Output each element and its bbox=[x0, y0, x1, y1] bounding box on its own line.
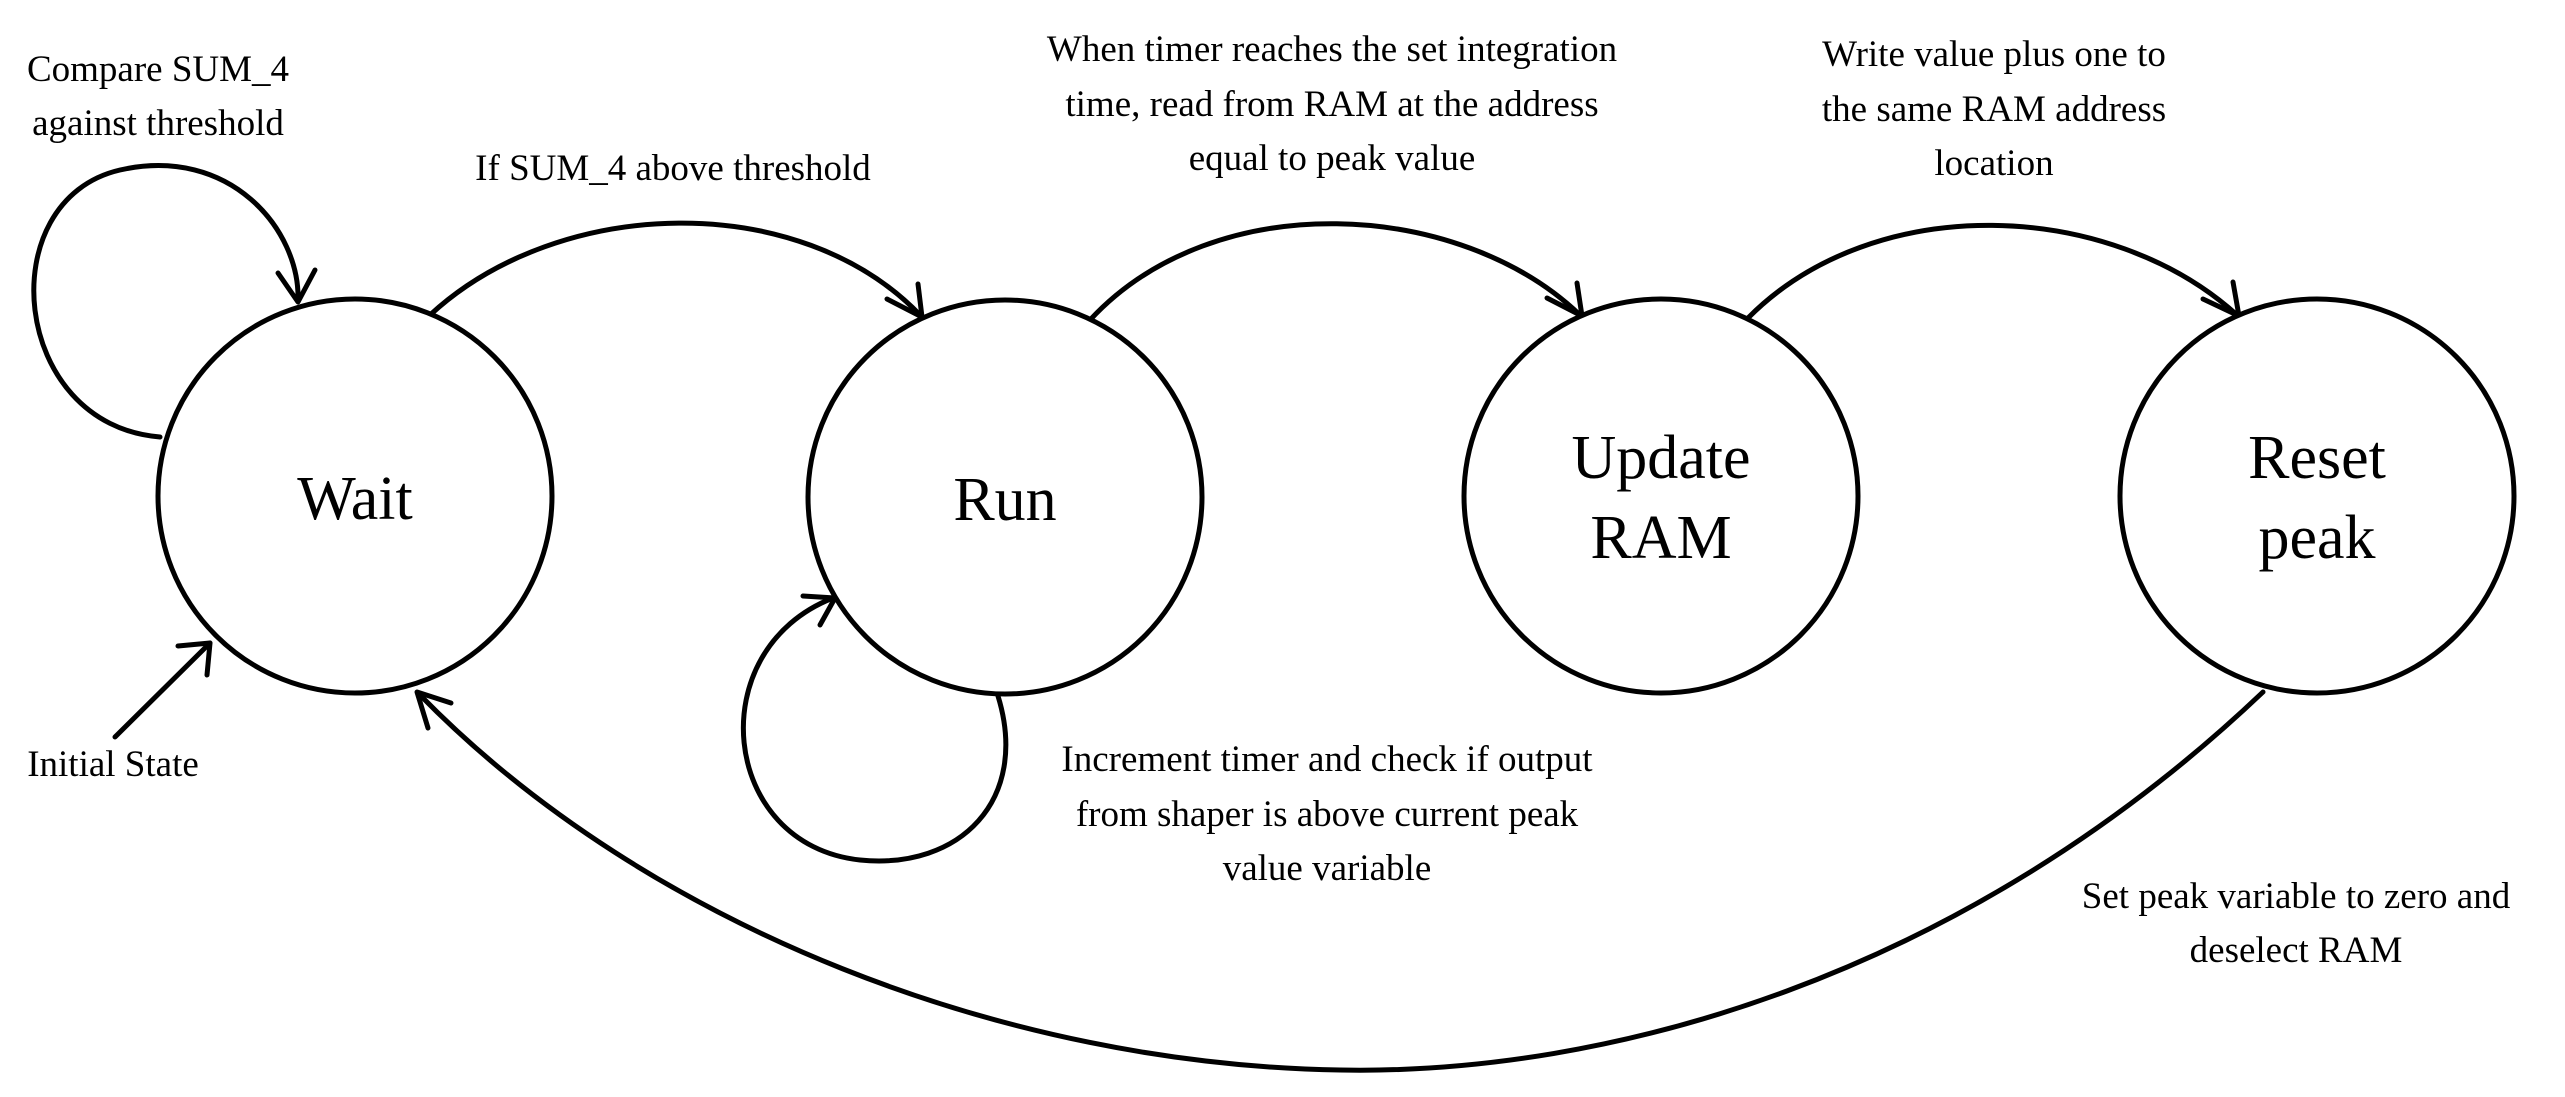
state-wait-label: Wait bbox=[297, 465, 413, 533]
edge-reset-peak-to-wait bbox=[417, 689, 2266, 1073]
edge-wait-to-run bbox=[427, 220, 923, 318]
label-update-ram-to-reset-peak-line1: Write value plus one to bbox=[1822, 34, 2166, 75]
edge-initial-state bbox=[112, 640, 213, 740]
label-reset-peak-to-wait-line2: deselect RAM bbox=[2190, 930, 2403, 971]
label-reset-peak-to-wait: Set peak variable to zero and deselect R… bbox=[2082, 876, 2511, 971]
state-update-ram-label-line1: Update bbox=[1571, 424, 1750, 492]
state-run: Run bbox=[805, 297, 1205, 697]
state-run-label: Run bbox=[953, 466, 1056, 534]
state-reset-peak-label-line1: Reset bbox=[2248, 424, 2386, 492]
edge-wait-self-loop bbox=[31, 163, 301, 440]
label-update-ram-to-reset-peak-line3: location bbox=[1934, 143, 2053, 184]
edge-run-to-update-ram bbox=[1087, 221, 1583, 323]
arrowhead-reset-peak-to-wait bbox=[414, 689, 454, 731]
state-reset-peak-label-line2: peak bbox=[2258, 504, 2375, 572]
edge-run-self-loop bbox=[740, 595, 1009, 864]
label-run-to-update-ram-line2: time, read from RAM at the address bbox=[1065, 84, 1598, 125]
label-run-to-update-ram: When timer reaches the set integration t… bbox=[1047, 29, 1617, 179]
state-reset-peak: Reset peak bbox=[2117, 296, 2517, 696]
label-run-self-loop: Increment timer and check if output from… bbox=[1061, 739, 1593, 889]
state-update-ram: Update RAM bbox=[1461, 296, 1861, 696]
label-reset-peak-to-wait-line1: Set peak variable to zero and bbox=[2082, 876, 2511, 917]
state-wait-circle bbox=[155, 296, 555, 696]
label-initial-state: Initial State bbox=[27, 744, 199, 785]
state-update-ram-label-line2: RAM bbox=[1590, 504, 1731, 572]
label-wait-self-loop-line2: against threshold bbox=[32, 103, 284, 144]
label-run-self-loop-line3: value variable bbox=[1223, 848, 1432, 889]
state-reset-peak-circle bbox=[2117, 296, 2517, 696]
arrowhead-wait-self-loop bbox=[275, 267, 318, 305]
state-wait: Wait bbox=[155, 296, 555, 696]
label-wait-to-run: If SUM_4 above threshold bbox=[475, 148, 871, 189]
label-run-self-loop-line2: from shaper is above current peak bbox=[1076, 794, 1579, 835]
state-run-circle bbox=[805, 297, 1205, 697]
arrowhead-initial-state bbox=[175, 640, 213, 678]
label-wait-self-loop-line1: Compare SUM_4 bbox=[27, 49, 289, 90]
label-run-to-update-ram-line3: equal to peak value bbox=[1189, 138, 1476, 179]
label-update-ram-to-reset-peak-line2: the same RAM address bbox=[1822, 89, 2166, 130]
label-run-self-loop-line1: Increment timer and check if output bbox=[1061, 739, 1593, 780]
label-run-to-update-ram-line1: When timer reaches the set integration bbox=[1047, 29, 1617, 70]
label-update-ram-to-reset-peak: Write value plus one to the same RAM add… bbox=[1822, 34, 2166, 184]
edge-update-ram-to-reset-peak bbox=[1745, 222, 2240, 321]
label-wait-self-loop: Compare SUM_4 against threshold bbox=[27, 49, 289, 144]
state-update-ram-circle bbox=[1461, 296, 1861, 696]
